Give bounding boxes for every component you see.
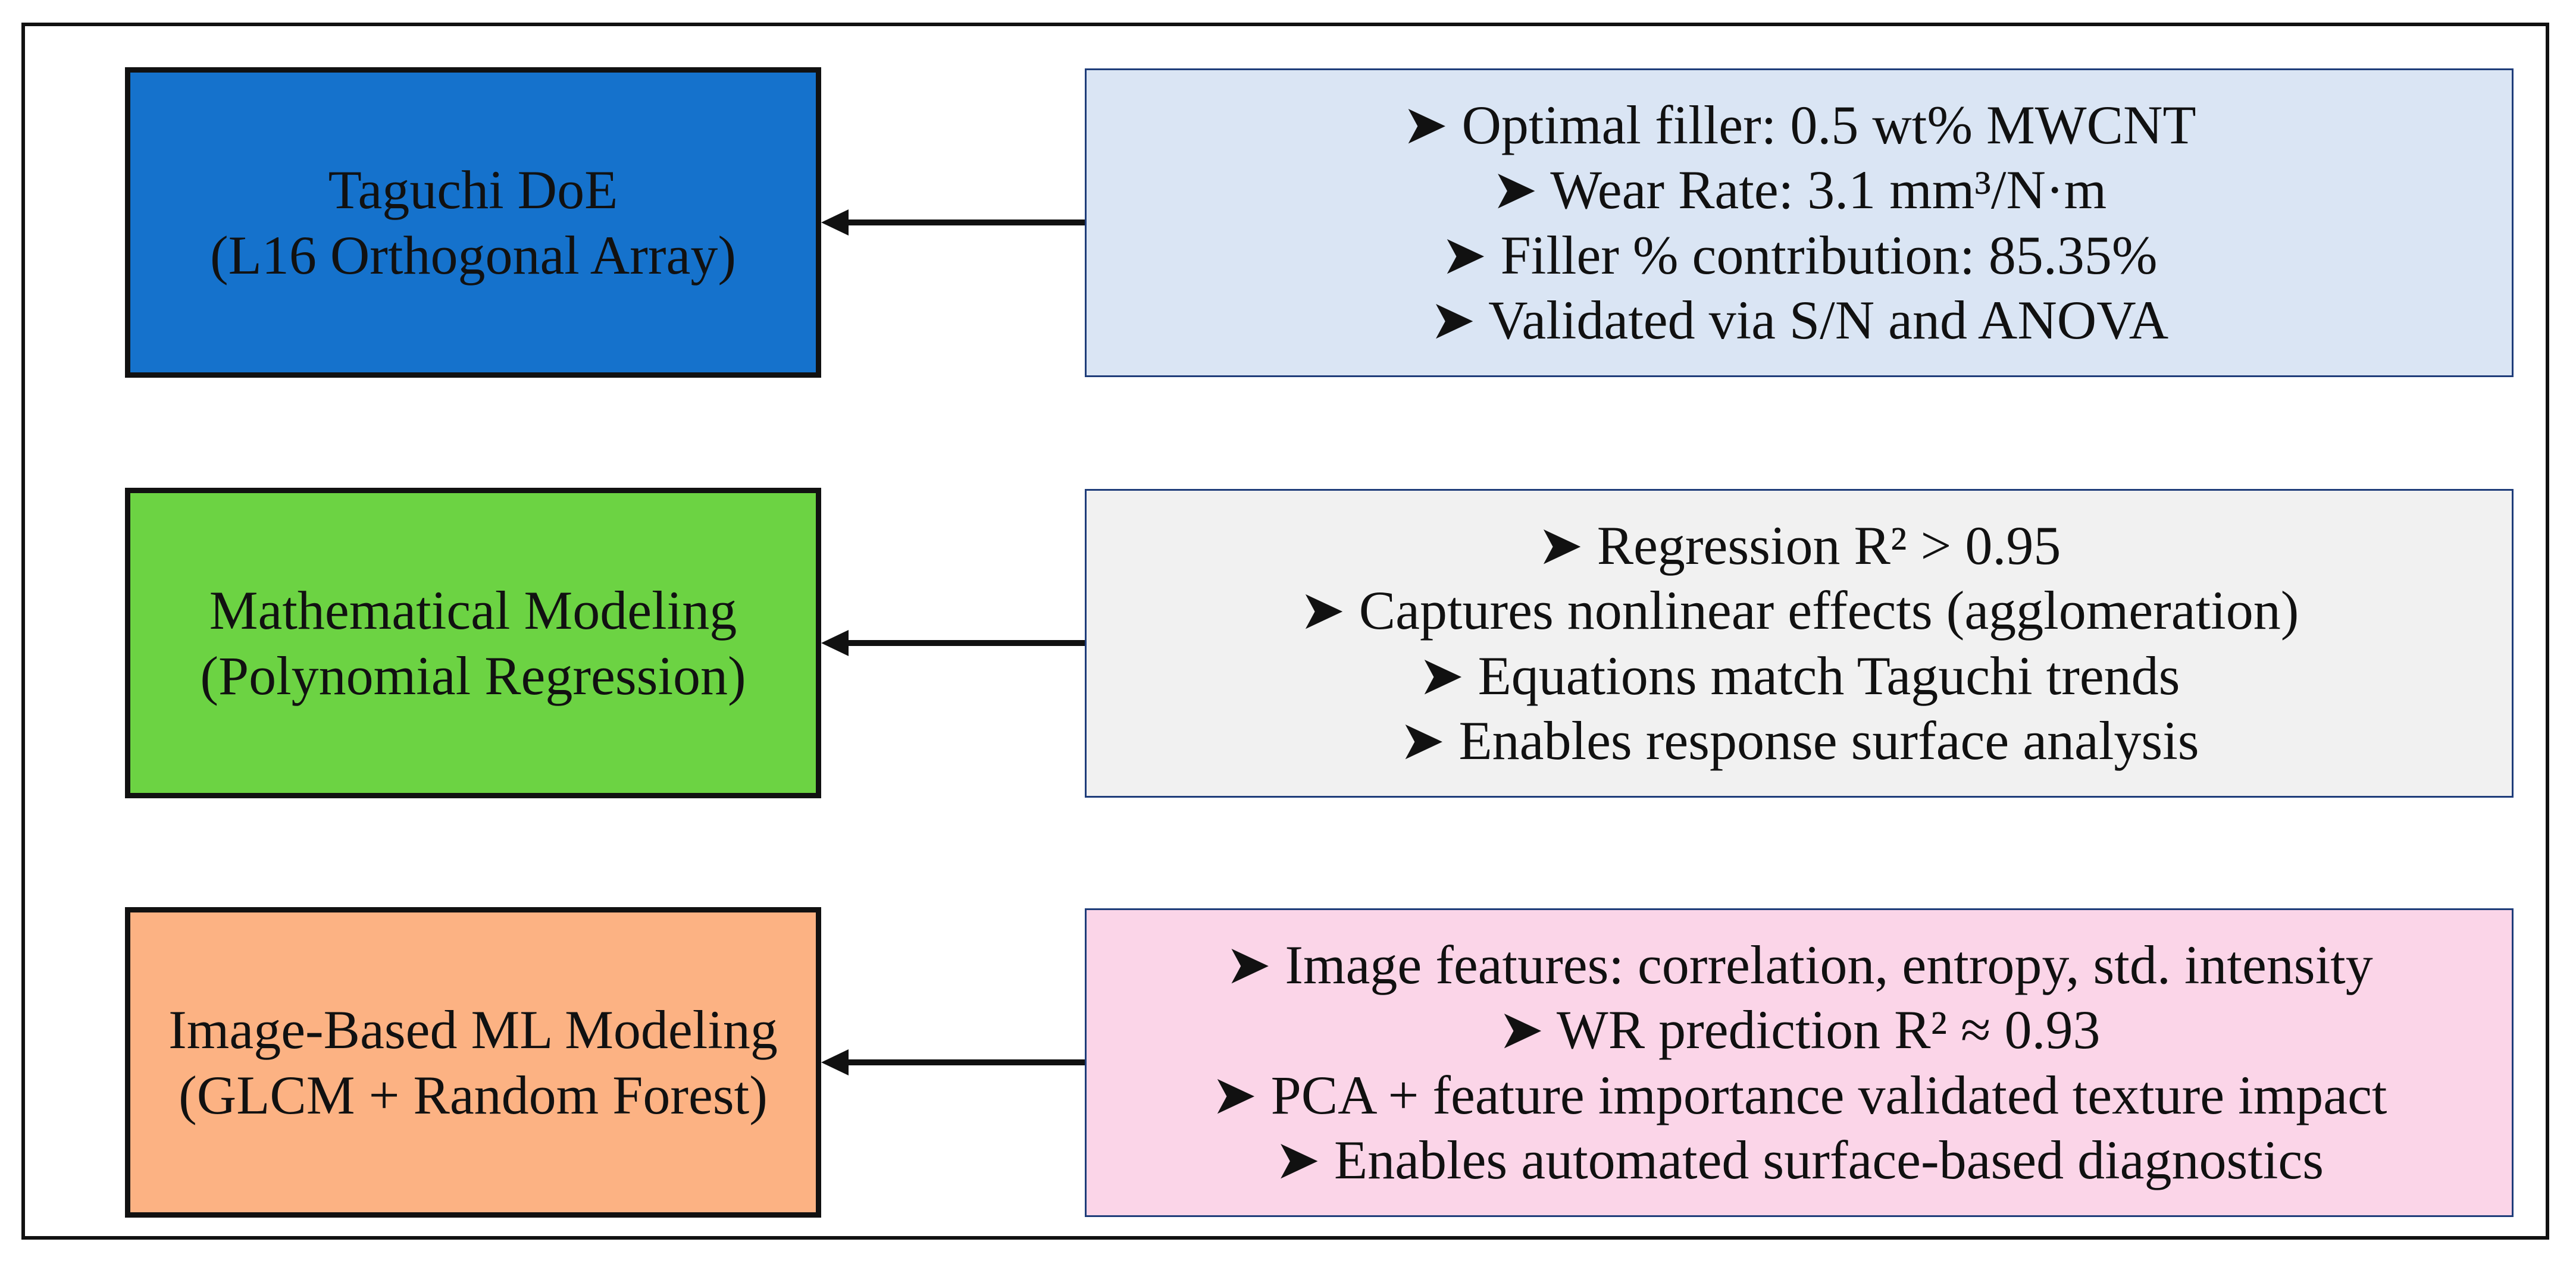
math-finding: ➤ Enables response surface analysis	[1399, 710, 2199, 771]
ml-method-subtitle: (GLCM + Random Forest)	[179, 1065, 768, 1125]
ml-finding: ➤ PCA + feature importance validated tex…	[1211, 1064, 2387, 1125]
ml-method-title: Image-Based ML Modeling	[168, 999, 778, 1060]
ml-method-box: Image-Based ML Modeling (GLCM + Random F…	[125, 907, 821, 1218]
taguchi-finding: ➤ Filler % contribution: 85.35%	[1441, 224, 2158, 286]
taguchi-finding: ➤ Wear Rate: 3.1 mm³/N·m	[1491, 159, 2107, 221]
ml-finding: ➤ Enables automated surface-based diagno…	[1274, 1129, 2324, 1190]
taguchi-method-title: Taguchi DoE	[328, 159, 618, 220]
math-method-title: Mathematical Modeling	[209, 579, 737, 641]
math-arrow	[821, 630, 1085, 656]
taguchi-method-box: Taguchi DoE (L16 Orthogonal Array)	[125, 67, 821, 378]
math-finding: ➤ Regression R² > 0.95	[1537, 515, 2061, 576]
diagram-frame: Taguchi DoE (L16 Orthogonal Array) ➤ Opt…	[21, 23, 2549, 1240]
math-method-box: Mathematical Modeling (Polynomial Regres…	[125, 488, 821, 798]
math-finding: ➤ Captures nonlinear effects (agglomerat…	[1299, 580, 2299, 641]
taguchi-method-subtitle: (L16 Orthogonal Array)	[210, 225, 736, 286]
ml-arrow	[821, 1049, 1085, 1075]
taguchi-arrow	[821, 209, 1085, 236]
ml-finding: ➤ WR prediction R² ≈ 0.93	[1498, 999, 2101, 1061]
ml-findings-panel: ➤ Image features: correlation, entropy, …	[1085, 908, 2514, 1217]
math-method-subtitle: (Polynomial Regression)	[200, 645, 746, 706]
math-finding: ➤ Equations match Taguchi trends	[1418, 645, 2180, 706]
math-findings-panel: ➤ Regression R² > 0.95 ➤ Captures nonlin…	[1085, 489, 2514, 798]
ml-finding: ➤ Image features: correlation, entropy, …	[1225, 934, 2373, 995]
taguchi-finding: ➤ Validated via S/N and ANOVA	[1429, 289, 2169, 350]
taguchi-findings-panel: ➤ Optimal filler: 0.5 wt% MWCNT ➤ Wear R…	[1085, 68, 2514, 377]
taguchi-finding: ➤ Optimal filler: 0.5 wt% MWCNT	[1402, 94, 2196, 155]
